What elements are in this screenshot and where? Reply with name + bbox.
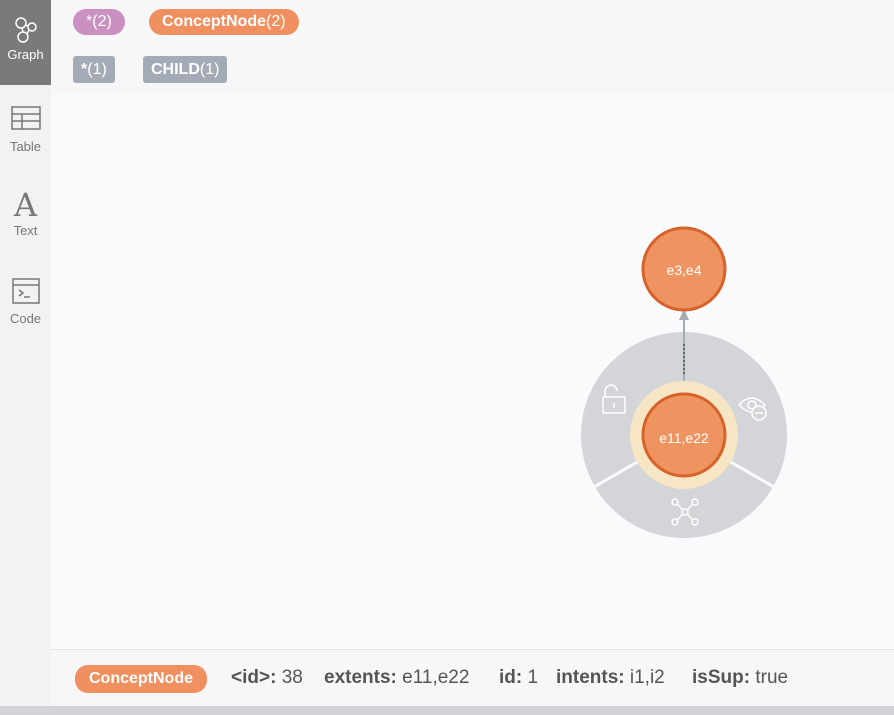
- rel-type-child-tag[interactable]: CHILD(1): [143, 56, 228, 83]
- graph-icon: [14, 17, 37, 43]
- property-key: extents:: [324, 667, 397, 688]
- property-key: intents:: [556, 667, 625, 688]
- sidebar-item-label: Text: [13, 223, 38, 238]
- bottom-divider: [0, 706, 894, 715]
- tag-label: CHILD: [151, 61, 200, 78]
- text-icon: A: [13, 186, 38, 224]
- property-node-id: id: 1: [499, 667, 538, 689]
- properties-bar: ConceptNode <id>: 38 extents: e11,e22 id…: [51, 649, 894, 706]
- sidebar-item-label: Code: [9, 311, 42, 326]
- node-caption: e11,e22: [659, 430, 709, 446]
- pill-label: ConceptNode: [162, 13, 266, 30]
- unlock-icon[interactable]: [602, 384, 626, 414]
- pill-label: *: [86, 13, 93, 30]
- property-value: 1: [527, 667, 539, 688]
- hide-icon[interactable]: [737, 397, 767, 421]
- sidebar: Graph Table A Text Code: [0, 0, 51, 706]
- rel-type-all-tag[interactable]: *(1): [73, 56, 115, 83]
- property-id: <id>: 38: [231, 667, 303, 689]
- property-extents: extents: e11,e22: [324, 667, 469, 689]
- property-key: <id>:: [231, 667, 277, 688]
- selected-node-label-pill[interactable]: ConceptNode: [75, 665, 207, 693]
- table-icon: [10, 106, 41, 130]
- node-label-conceptnode-pill[interactable]: ConceptNode(2): [149, 9, 299, 35]
- property-value: true: [755, 667, 789, 688]
- property-issup: isSup: true: [692, 667, 788, 689]
- property-key: id:: [499, 667, 523, 688]
- sidebar-item-graph[interactable]: Graph: [0, 0, 51, 85]
- relationship-arrowhead: [679, 309, 689, 320]
- sidebar-item-table[interactable]: Table: [0, 95, 51, 175]
- sidebar-item-code[interactable]: Code: [0, 265, 51, 345]
- property-value: e11,e22: [402, 667, 470, 688]
- tag-label: *: [81, 61, 88, 78]
- graph-canvas[interactable]: e3,e4 e11,e22: [51, 94, 894, 649]
- node-label-all-pill[interactable]: *(2): [73, 9, 125, 35]
- node-concept-e11-e22[interactable]: [641, 392, 727, 478]
- property-value: 38: [281, 667, 303, 688]
- sidebar-item-label: Table: [9, 139, 42, 154]
- node-caption: e3,e4: [666, 262, 701, 278]
- property-key: isSup:: [692, 667, 751, 688]
- sidebar-item-text[interactable]: A Text: [0, 180, 51, 260]
- tag-count: (1): [199, 61, 220, 78]
- node-concept-e3-e4[interactable]: [641, 226, 727, 312]
- tag-count: (1): [87, 61, 107, 78]
- pill-count: (2): [92, 13, 112, 30]
- code-icon: [11, 278, 40, 304]
- legend-bar: *(2) ConceptNode(2) *(1) CHILD(1): [51, 0, 894, 94]
- property-intents: intents: i1,i2: [556, 667, 665, 689]
- graph-svg: e3,e4 e11,e22: [581, 226, 787, 538]
- pill-count: (2): [266, 13, 286, 30]
- expand-icon[interactable]: [671, 498, 699, 526]
- property-value: i1,i2: [629, 667, 665, 688]
- sidebar-item-label: Graph: [7, 47, 44, 62]
